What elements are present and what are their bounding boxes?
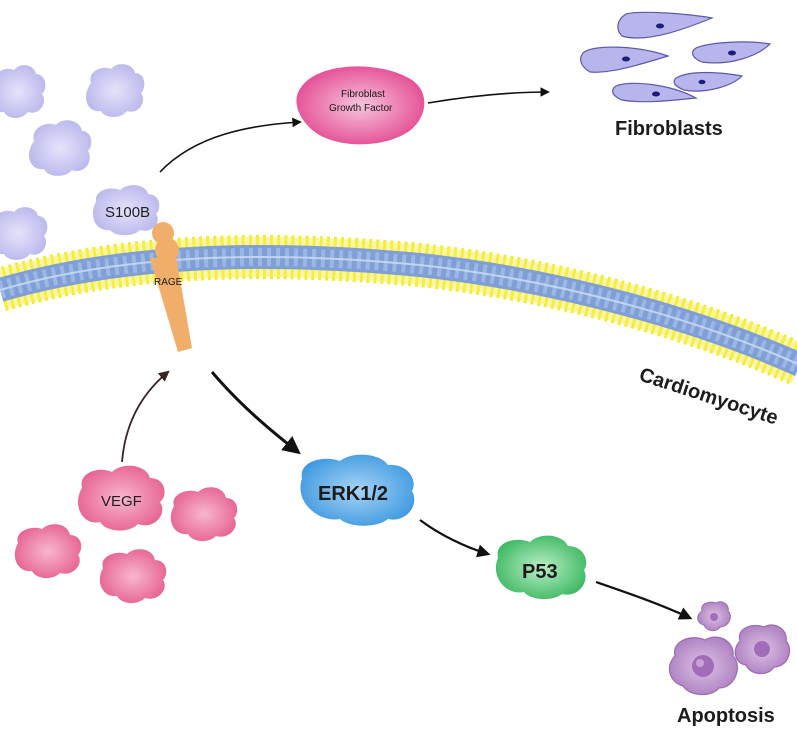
fibroblast-cell xyxy=(692,41,772,64)
s100b-blob xyxy=(0,207,48,260)
vegf-blob xyxy=(78,465,165,531)
arrow-vegf-to-rage xyxy=(121,370,170,463)
s100b-label: S100B xyxy=(105,204,150,221)
apoptosis-label: Apoptosis xyxy=(677,705,775,727)
vegf-cluster xyxy=(14,465,238,604)
vegf-blob xyxy=(14,524,82,579)
vegf-blob xyxy=(99,549,167,604)
apoptotic-cell xyxy=(668,636,738,696)
fgf-shape xyxy=(296,66,425,145)
fgf-label-line1: Fibroblast xyxy=(341,89,385,100)
s100b-blob xyxy=(29,120,92,176)
apoptotic-cell xyxy=(734,624,791,675)
rage-receptor xyxy=(150,222,192,352)
arrow-s100b-to-fgf xyxy=(159,117,302,173)
p53-blob xyxy=(495,535,587,600)
s100b-bound-blob xyxy=(92,185,160,236)
fgf-label-line2: Growth Factor xyxy=(329,103,393,114)
arrow-p53-to-apoptosis xyxy=(595,580,693,620)
s100b-blob xyxy=(0,65,46,118)
rage-label: RAGE xyxy=(154,277,183,288)
s100b-blob-cluster xyxy=(0,64,145,260)
fibroblast-cell xyxy=(612,82,699,103)
vegf-label: VEGF xyxy=(101,493,142,510)
arrow-rage-to-erk xyxy=(210,371,301,455)
s100b-blob xyxy=(86,64,145,117)
fibroblasts-label: Fibroblasts xyxy=(615,118,723,140)
erk-blob xyxy=(300,454,415,526)
cardiomyocyte-membrane xyxy=(0,235,797,386)
fibroblast-cell xyxy=(617,11,715,39)
fibroblast-cell xyxy=(673,71,744,92)
arrow-fgf-to-fibroblasts xyxy=(427,87,550,104)
cardiomyocyte-label: Cardiomyocyte xyxy=(636,364,780,430)
fibroblast-cell xyxy=(580,46,670,73)
p53-label: P53 xyxy=(522,561,558,583)
fibroblast-cluster xyxy=(580,11,772,103)
apoptosis-cluster xyxy=(668,601,791,696)
erk-label: ERK1/2 xyxy=(318,483,388,505)
arrow-erk-to-p53 xyxy=(419,519,491,558)
vegf-blob xyxy=(170,487,238,542)
apoptotic-cell xyxy=(697,601,731,632)
